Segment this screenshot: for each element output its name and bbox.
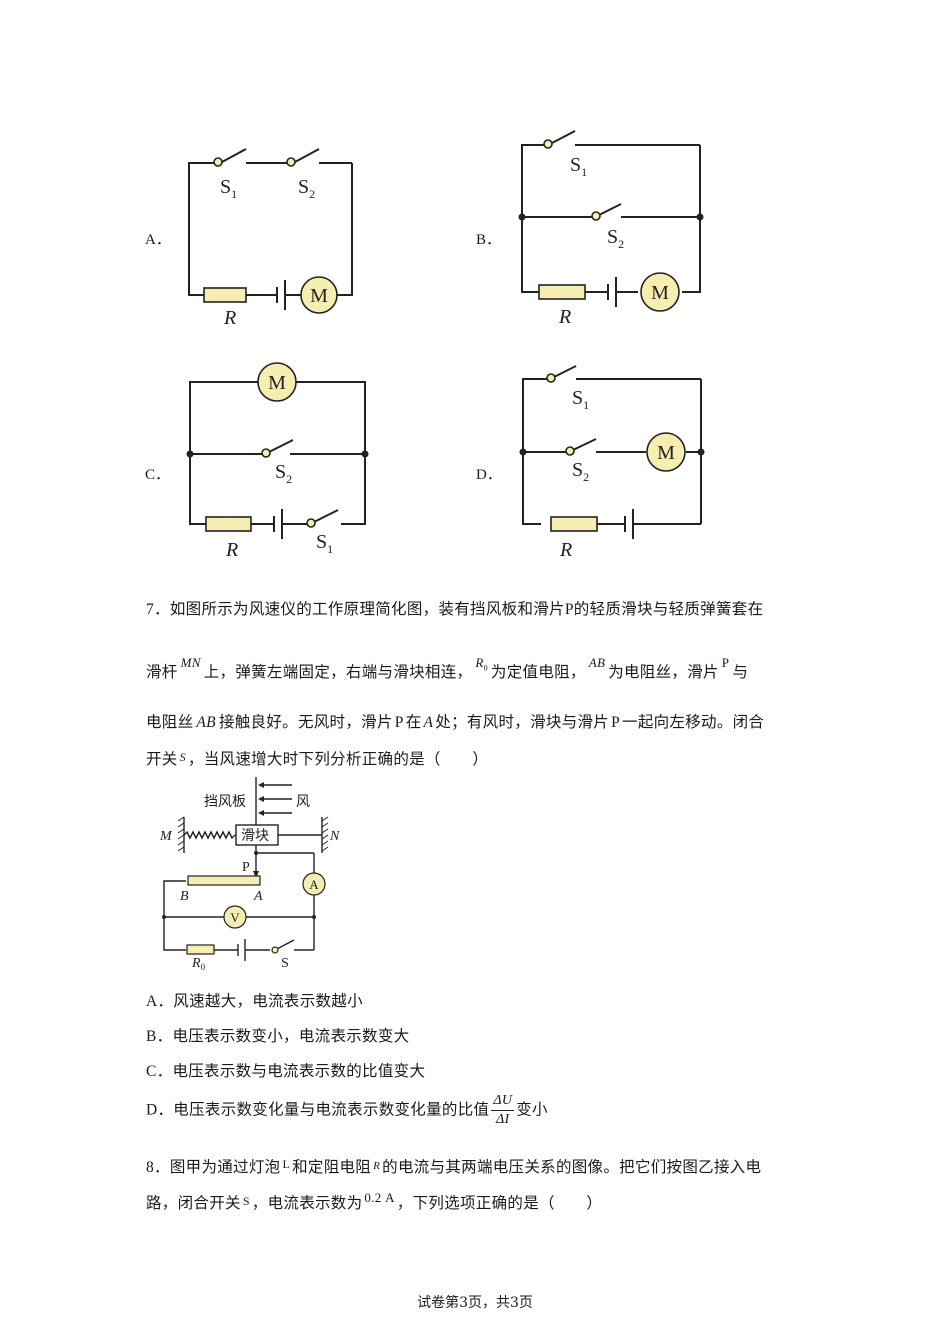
circuit-diagram-b: M S1 S2 R (518, 130, 704, 328)
wind-meter-diagram: 挡风板 风 滑块 M N P B A A V R0 S (159, 777, 340, 972)
q8-number: 8． (146, 1159, 170, 1176)
svg-text:S2: S2 (298, 176, 315, 201)
q7-number: 7． (146, 601, 170, 618)
svg-text:S2: S2 (572, 459, 589, 484)
svg-text:P: P (242, 860, 250, 875)
option-d-label: D． (476, 467, 502, 483)
page-footer: 试卷第3页，共3页 (417, 1295, 533, 1311)
option-c-label: C． (145, 467, 171, 483)
svg-text:S1: S1 (220, 176, 237, 201)
svg-text:R: R (558, 306, 571, 328)
svg-text:A: A (309, 877, 319, 892)
svg-text:M: M (657, 442, 675, 464)
svg-text:S2: S2 (607, 226, 624, 251)
svg-text:R: R (225, 539, 238, 560)
svg-text:R: R (223, 307, 236, 329)
option-a-label: A． (145, 232, 171, 248)
svg-text:M: M (159, 829, 173, 844)
q7-choice-a[interactable]: A．风速越大，电流表示数越小 (146, 992, 363, 1010)
circuit-diagram-d: M S1 S2 R (519, 365, 705, 560)
svg-text:滑块: 滑块 (241, 827, 269, 844)
svg-text:S: S (281, 956, 289, 971)
svg-text:R0: R0 (191, 956, 206, 972)
svg-text:S2: S2 (275, 461, 292, 486)
svg-text:挡风板: 挡风板 (204, 794, 246, 810)
svg-text:N: N (329, 829, 340, 844)
svg-text:V: V (230, 910, 240, 925)
svg-text:S1: S1 (316, 531, 333, 556)
svg-text:风: 风 (296, 795, 310, 810)
q7-choice-b[interactable]: B．电压表示数变小，电流表示数变大 (146, 1027, 410, 1045)
q7-line-1: 7．如图所示为风速仪的工作原理简化图，装有挡风板和滑片P的轻质滑块与轻质弹簧套在 (146, 600, 764, 618)
svg-text:B: B (180, 889, 189, 904)
circuit-diagram-a: M S1 S2 R (188, 148, 353, 329)
svg-text:R: R (559, 539, 572, 560)
circuit-diagram-c: M S2 S1 R (186, 362, 369, 560)
svg-text:M: M (268, 372, 286, 394)
svg-text:S1: S1 (570, 154, 587, 179)
svg-text:S1: S1 (572, 387, 589, 412)
svg-text:A: A (253, 889, 263, 904)
svg-text:M: M (310, 285, 328, 307)
svg-text:M: M (651, 282, 669, 304)
option-b-label: B． (476, 232, 502, 248)
q7-choice-c[interactable]: C．电压表示数与电流表示数的比值变大 (146, 1062, 426, 1080)
